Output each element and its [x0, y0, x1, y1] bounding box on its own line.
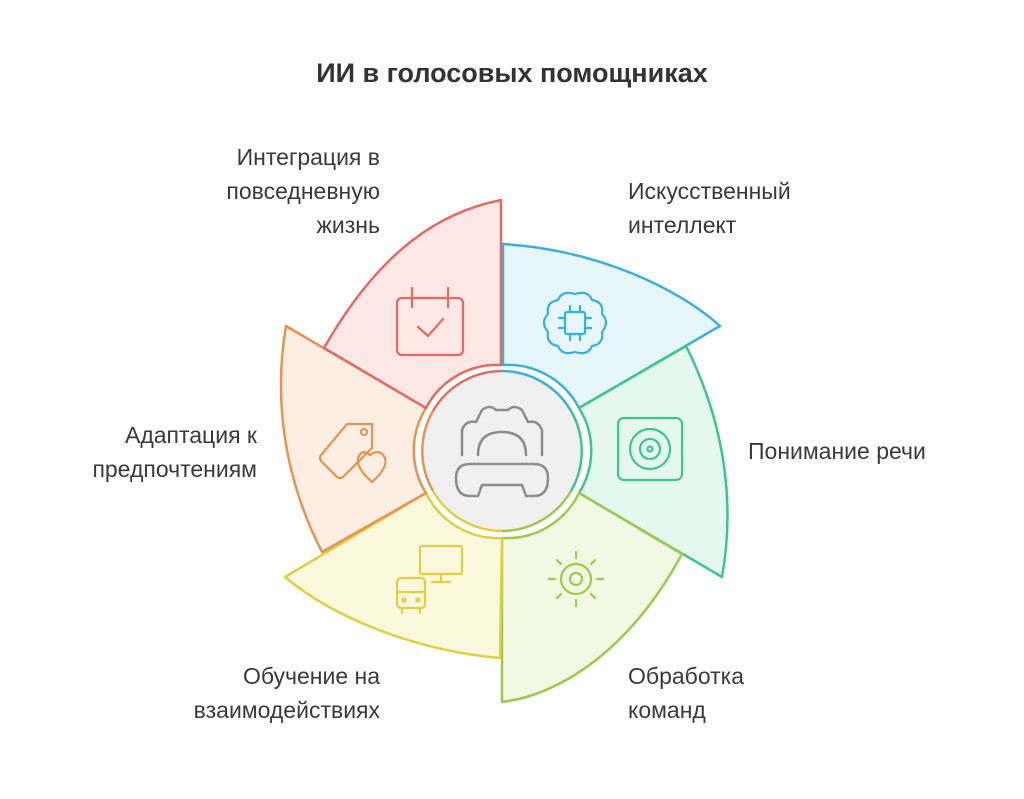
segment-learning: [283, 491, 504, 660]
label-adaptation: Адаптация к предпочтениям: [92, 422, 257, 482]
tag-heart-icon: [318, 422, 387, 484]
center-ring-green: [569, 410, 583, 492]
center-ring-blue: [501, 369, 573, 412]
segment-ai: [501, 242, 722, 410]
center-ring-lime: [501, 490, 573, 533]
label-integration: Интеграция в повседневную жизнь: [226, 144, 380, 238]
center-ring-orange: [421, 410, 435, 492]
segment-adaptation: [279, 324, 428, 554]
segment-speech: [577, 344, 729, 579]
center-ring-yellow: [431, 490, 503, 533]
gear-icon: [547, 550, 605, 608]
diagram-title: ИИ в голосовых помощниках: [316, 58, 708, 88]
label-commands: Обработка команд: [628, 663, 744, 723]
center-circle: [422, 371, 582, 531]
center-ring-red: [431, 369, 503, 412]
brain-chip-icon: [542, 291, 608, 355]
label-learning: Обучение на взаимодействиях: [193, 663, 380, 723]
label-speech: Понимание речи: [748, 438, 926, 464]
devices-icon: [395, 544, 464, 615]
voice-assistant-icon: [454, 405, 550, 498]
segment-commands: [500, 491, 684, 704]
label-ai: Искусственный интеллект: [628, 178, 791, 238]
speaker-icon: [616, 416, 684, 482]
calendar-check-icon: [395, 286, 465, 357]
